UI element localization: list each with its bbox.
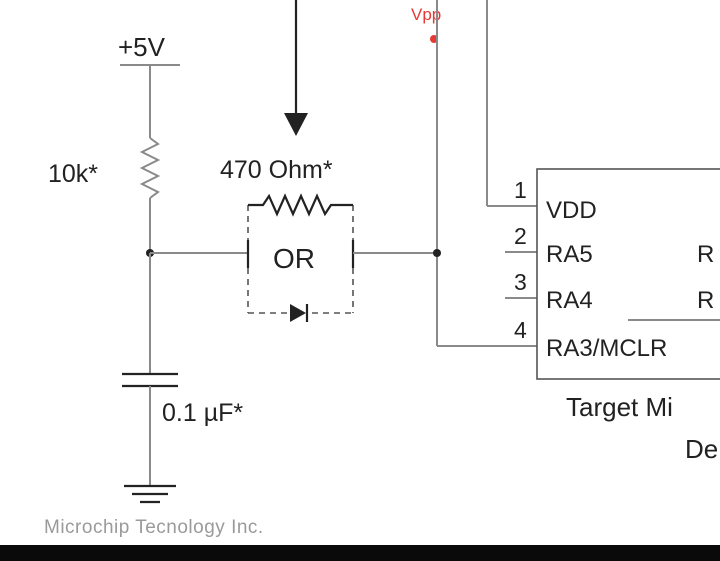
arrow-down-icon: [284, 113, 308, 136]
pin2-number: 2: [514, 223, 527, 249]
vpp-label: Vpp: [411, 5, 441, 24]
series-resistor: [248, 193, 353, 217]
pin1-name: VDD: [546, 197, 597, 224]
or-label: OR: [273, 243, 315, 274]
bottom-bar: [0, 545, 720, 561]
pullup-resistor: [139, 137, 161, 199]
target-chip: [536, 168, 720, 380]
right-pin-b: R: [697, 287, 714, 314]
pin4-number: 4: [514, 317, 527, 343]
pin2-name: RA5: [546, 241, 593, 268]
right-pin-a: R: [697, 241, 714, 268]
resistor-label: 10k*: [48, 160, 98, 188]
junction-right: [433, 249, 441, 257]
pin4-name: RA3/MCLR: [546, 335, 667, 362]
series-resistor-label: 470 Ohm*: [220, 156, 333, 184]
supply-label: +5V: [118, 32, 166, 62]
pin3-number: 3: [514, 269, 527, 295]
credit-text: Microchip Tecnology Inc.: [44, 517, 264, 538]
pin1-number: 1: [514, 177, 527, 203]
pin3-name: RA4: [546, 287, 593, 314]
capacitor-label: 0.1 µF*: [162, 399, 243, 427]
target-label-line1: Target Mi: [566, 392, 673, 422]
target-label-line2: De: [685, 434, 718, 464]
diode-symbol: [290, 304, 306, 322]
